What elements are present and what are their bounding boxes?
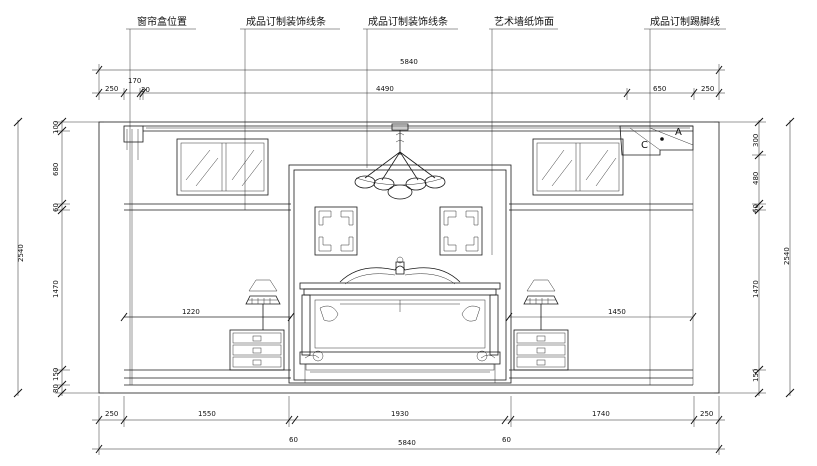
callout-molding-1: 成品订制装饰线条	[246, 15, 326, 28]
dim-right-300: 300	[752, 134, 760, 147]
left-window	[176, 138, 269, 196]
dim-left-total: 2540	[17, 244, 25, 262]
dim-left-150: 150	[52, 368, 60, 381]
dim-bottom-offset-right: 60	[502, 436, 511, 444]
callout-molding-2: 成品订制装饰线条	[368, 15, 448, 28]
dim-right-1470: 1470	[752, 280, 760, 298]
dim-left-60: 60	[52, 203, 60, 212]
callout-curtain-box: 窗帘盒位置	[137, 15, 187, 28]
dim-inner-right: 1450	[608, 308, 626, 316]
dim-right-60: 60	[752, 204, 760, 213]
dim-inner-left: 1220	[182, 308, 200, 316]
dim-top-170: 170	[128, 77, 141, 85]
dim-left-80: 80	[52, 384, 60, 393]
dim-right-total: 2540	[783, 247, 791, 265]
right-nightstand	[513, 279, 569, 371]
dim-top-650: 650	[653, 85, 666, 93]
dim-top-4490: 4490	[376, 85, 394, 93]
marker-a: A	[675, 127, 682, 138]
marker-c: C	[641, 140, 648, 151]
dim-bottom-250-left: 250	[105, 410, 118, 418]
dim-bottom-offset-left: 60	[289, 436, 298, 444]
dim-left-1470: 1470	[52, 280, 60, 298]
callout-labels: 窗帘盒位置 成品订制装饰线条 成品订制装饰线条 艺术墙纸饰面 成品订制踢脚线	[137, 15, 720, 28]
dim-right-150: 150	[752, 369, 760, 382]
leader-lines	[126, 28, 726, 385]
top-dimensions: 5840 250 170 30 4490 650 250	[92, 58, 725, 100]
dim-bottom-total: 5840	[398, 439, 416, 447]
elevation-markers: C A	[641, 127, 682, 151]
chandelier	[354, 123, 446, 200]
bed	[299, 256, 501, 383]
marker-dot	[660, 137, 664, 141]
headboard-panel	[288, 164, 512, 384]
callout-wallpaper: 艺术墙纸饰面	[494, 15, 554, 28]
right-window	[532, 138, 624, 196]
left-dimensions: 2540 100 680 60 1470 150 80	[13, 117, 104, 398]
bottom-dimensions: 250 1550 1930 1740 250 60 60 5840	[92, 396, 725, 455]
callout-skirting: 成品订制踢脚线	[650, 15, 720, 28]
dim-left-680: 680	[52, 163, 60, 176]
left-ornament-frame	[314, 206, 358, 256]
dim-bottom-1550: 1550	[198, 410, 216, 418]
dim-top-total: 5840	[400, 58, 418, 66]
dim-bottom-250-right: 250	[700, 410, 713, 418]
dim-bottom-1740: 1740	[592, 410, 610, 418]
dim-top-30: 30	[141, 86, 150, 94]
right-dimensions: 300 480 60 1470 150 2540	[714, 117, 795, 398]
dim-bottom-1930: 1930	[391, 410, 409, 418]
dim-left-100: 100	[52, 121, 60, 134]
left-nightstand	[229, 279, 285, 371]
inner-dimensions: 1220 1450	[120, 308, 697, 322]
dim-top-250-left: 250	[105, 85, 118, 93]
dim-right-480: 480	[752, 172, 760, 185]
dim-top-250-right: 250	[701, 85, 714, 93]
wall-outline	[98, 121, 720, 394]
right-ornament-frame	[439, 206, 483, 256]
